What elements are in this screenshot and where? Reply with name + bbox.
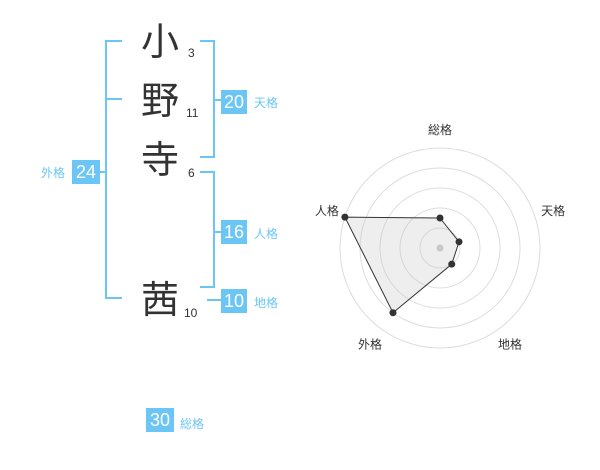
name-char-2: 野 — [140, 79, 179, 123]
stroke-count-1: 3 — [188, 46, 195, 60]
radar-axis-label-5: 人格 — [315, 203, 339, 218]
stroke-count-4: 10 — [184, 306, 198, 320]
radar-point-1 — [436, 214, 444, 222]
radar-center-dot — [436, 244, 444, 252]
gaikaku-value: 24 — [72, 160, 100, 184]
chikaku-value: 10 — [221, 289, 247, 313]
radar-axis-label-4: 外格 — [358, 336, 382, 351]
stroke-count-2: 11 — [186, 106, 199, 120]
radar-ring-3 — [379, 187, 501, 309]
name-char-4: 茜 — [140, 278, 179, 322]
radar-point-3 — [448, 260, 456, 268]
radar-point-5 — [341, 213, 349, 221]
name-char-1: 小 — [140, 20, 179, 64]
radar-data-polygon — [344, 216, 460, 314]
gaikaku-bracket — [105, 40, 122, 299]
radar-ring-5 — [339, 147, 541, 349]
name-char-3: 寺 — [140, 138, 179, 182]
gaikaku-label: 外格 — [41, 166, 66, 180]
radar-point-4 — [389, 309, 397, 317]
jinkaku-bracket — [200, 171, 215, 288]
tenkaku-label: 天格 — [254, 96, 279, 110]
radar-ring-2 — [399, 207, 481, 289]
tenkaku-value: 20 — [221, 90, 247, 114]
soukaku-label: 総格 — [180, 417, 205, 431]
radar-point-2 — [455, 238, 463, 246]
jinkaku-label: 人格 — [254, 227, 279, 241]
stroke-count-3: 6 — [188, 166, 195, 180]
radar-ring-1 — [419, 227, 461, 269]
radar-axis-label-1: 総格 — [428, 122, 452, 137]
jinkaku-value: 16 — [221, 220, 247, 244]
chikaku-label: 地格 — [254, 296, 279, 310]
radar-axis-label-2: 天格 — [541, 203, 565, 218]
radar-axis-label-3: 地格 — [498, 336, 522, 351]
soukaku-value: 30 — [146, 408, 174, 432]
